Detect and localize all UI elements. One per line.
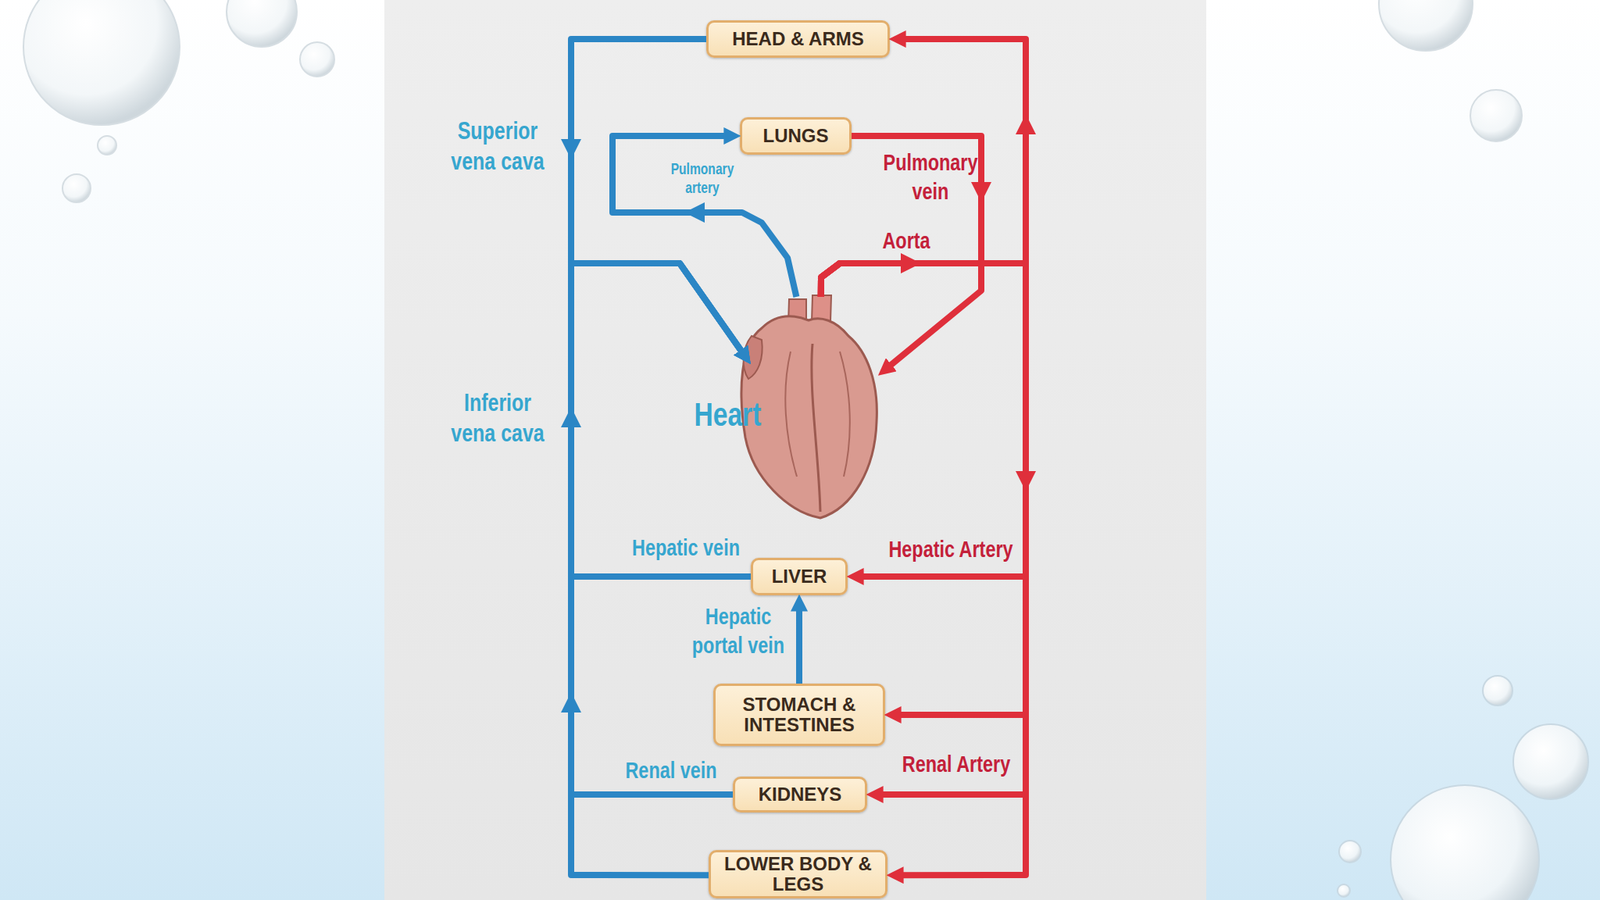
artery-line [821,39,1026,297]
heart-illustration [750,296,879,520]
vessel-label: Renal Artery [902,750,1011,779]
vessel-label: Inferior vena cava [446,387,550,449]
organ-name: LOWER BODY & LEGS [717,853,879,896]
flow-arrow [971,182,992,203]
flow-arrow [560,407,582,428]
flow-arrow [684,202,705,223]
organ-name: LIVER [771,566,828,587]
artery-line [851,135,982,368]
organ-name: LUNGS [763,125,829,147]
heart-label: Heart [693,396,761,433]
vein-line [796,606,803,684]
vessel-label: Aorta [882,226,930,256]
vessel-label: Pulmonary artery [667,159,736,198]
organ-box: STOMACH & INTESTINES [713,683,886,747]
flow-arrow [560,139,582,160]
vessel-label: Renal vein [625,756,717,786]
organ-name: STOMACH & INTESTINES [721,694,877,736]
vessel-label: Superior vena cava [446,115,550,177]
organ-name: KIDNEYS [758,784,843,805]
flow-arrow [560,692,582,713]
vessel-label: Pulmonary vein [880,148,982,206]
vein-line [571,39,744,355]
flow-arrow [1015,471,1036,492]
vessel-label: Hepatic Artery [888,535,1013,565]
water-droplets [23,0,1589,900]
vein-line [571,263,744,875]
vessel-label: Hepatic portal vein [688,602,790,660]
flow-arrow [1015,114,1036,135]
organ-box: HEAD & ARMS [706,20,890,58]
diagram-panel [384,0,1207,900]
organ-box: KIDNEYS [732,776,868,813]
organ-box: LUNGS [739,117,852,155]
vessel-label: Hepatic vein [632,533,740,563]
flow-arrow [900,253,922,274]
vein-line [612,135,797,297]
organ-name: HEAD & ARMS [732,28,864,50]
organ-box: LIVER [750,557,848,596]
heart-node: Heart [750,296,879,520]
organ-box: LOWER BODY & LEGS [708,850,888,899]
